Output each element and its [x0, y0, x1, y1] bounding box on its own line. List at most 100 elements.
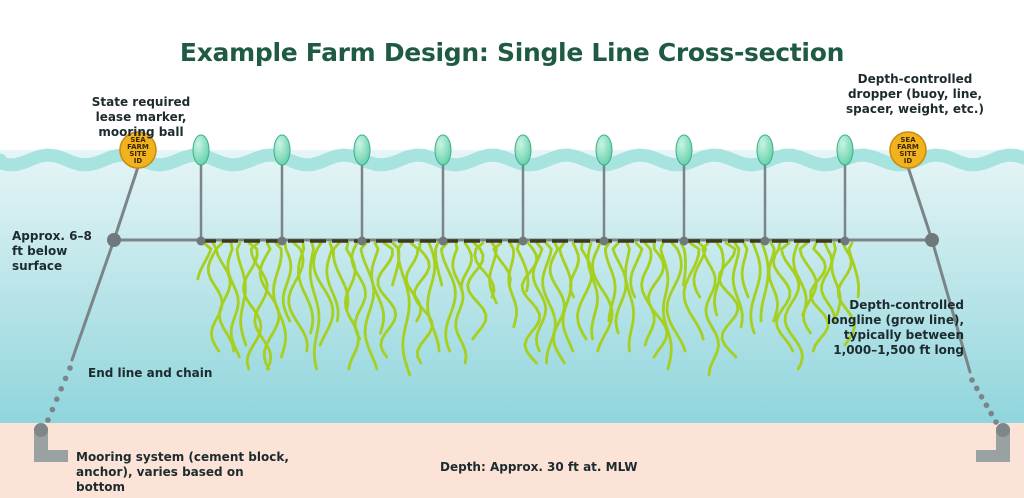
line-connectors	[107, 233, 939, 247]
chain-link-left	[58, 386, 64, 392]
seabed	[0, 423, 1024, 498]
kelp-strand	[515, 241, 530, 293]
kelp-strand	[624, 241, 635, 353]
chain-link-left	[62, 375, 69, 382]
marker-ball-text: SEA	[900, 136, 916, 144]
marker-line-left	[112, 165, 140, 242]
kelp-strand	[820, 241, 836, 323]
kelp-strand	[717, 241, 740, 359]
kelp-strand	[440, 241, 457, 353]
kelp-strand	[603, 241, 617, 323]
kelp-strand	[682, 241, 705, 341]
kelp-strand	[665, 241, 687, 353]
chain-link-right	[974, 385, 980, 392]
kelp-strand	[659, 241, 673, 371]
dropper-node	[679, 236, 689, 246]
mooring-system-label: Mooring system (cement block, anchor), v…	[76, 450, 289, 494]
dropper-buoy	[192, 134, 210, 166]
chain-link-right	[969, 377, 975, 383]
water-body	[0, 150, 1024, 425]
line-junction-right	[925, 233, 939, 247]
kelp-strand	[451, 241, 468, 365]
chain-link-left	[54, 396, 60, 403]
dropper-buoy	[595, 134, 613, 166]
kelp-strand	[206, 241, 224, 353]
lease-marker-ball-right: SEA FARM SITE ID	[889, 131, 927, 169]
kelp-strand	[847, 241, 860, 299]
dropper-node	[760, 236, 770, 246]
kelp-growth	[196, 241, 860, 377]
kelp-strand	[196, 241, 213, 281]
lease-marker-ball-left: SEA FARM SITE ID	[119, 131, 157, 169]
dropper-buoy	[514, 134, 532, 166]
kelp-strand	[548, 241, 566, 365]
kelp-strand	[558, 241, 575, 353]
kelp-strand	[541, 241, 557, 365]
kelp-strand	[591, 241, 614, 353]
kelp-strand	[611, 241, 628, 335]
kelp-strand	[466, 241, 488, 341]
dropper-node	[357, 236, 367, 246]
kelp-strand	[359, 241, 379, 371]
kelp-strand	[701, 241, 720, 377]
kelp-strand	[531, 241, 548, 353]
kelp-strand	[272, 241, 287, 359]
dropper-buoy	[353, 134, 371, 166]
chain-link-left	[49, 406, 56, 413]
kelp-strand	[308, 241, 321, 371]
sky-background	[0, 0, 1024, 160]
diagram-title: Example Farm Design: Single Line Cross-s…	[179, 38, 845, 67]
kelp-strand	[287, 241, 309, 353]
kelp-strand	[792, 241, 808, 317]
dropper-node	[840, 236, 850, 246]
end-line-label: End line and chain	[88, 366, 213, 380]
chain-link-left	[67, 365, 73, 371]
kelp-strand	[629, 241, 644, 299]
dropper-buoys	[192, 134, 854, 166]
kelp-strand	[740, 241, 750, 299]
total-depth-label: Depth: Approx. 30 ft at. MLW	[440, 460, 638, 474]
marker-ball-text: FARM	[127, 143, 149, 151]
mooring-block-left	[34, 423, 68, 462]
chain-link-right	[978, 394, 985, 400]
kelp-strand	[226, 241, 241, 359]
chain-link-right	[993, 419, 999, 425]
kelp-strand	[249, 241, 273, 371]
dropper-buoy	[836, 134, 854, 166]
kelp-strand	[767, 241, 779, 323]
kelp-strand	[242, 241, 263, 371]
chain-link-left	[45, 417, 51, 423]
line-junction-left	[107, 233, 121, 247]
chain-link-right	[983, 402, 990, 409]
kelp-strand	[434, 241, 444, 287]
dropper-buoy	[756, 134, 774, 166]
dropper-node	[277, 236, 287, 246]
kelp-strand	[507, 241, 518, 329]
marker-line-right	[906, 165, 934, 242]
kelp-strand	[350, 241, 367, 341]
kelp-strand	[214, 241, 235, 353]
kelp-strand	[640, 241, 656, 347]
kelp-strand	[731, 241, 744, 329]
depth-below-surface-label: Approx. 6–8 ft below surface	[12, 229, 92, 273]
dropper-buoy	[273, 134, 291, 166]
kelp-strand	[830, 241, 842, 317]
dropper-buoy	[434, 134, 452, 166]
kelp-strand	[679, 241, 687, 287]
kelp-strand	[413, 241, 434, 365]
kelp-strand	[759, 241, 770, 323]
dropper-node	[518, 236, 528, 246]
kelp-strand	[370, 241, 386, 335]
kelp-strand	[586, 241, 599, 341]
kelp-strand	[647, 241, 669, 359]
kelp-strand	[749, 241, 762, 335]
kelp-strand	[473, 241, 496, 299]
end-chains	[45, 365, 999, 425]
dropper-node	[196, 236, 206, 246]
kelp-strand	[780, 241, 804, 371]
kelp-strand	[772, 241, 795, 353]
kelp-strand	[568, 241, 580, 299]
dropper-node	[599, 236, 609, 246]
